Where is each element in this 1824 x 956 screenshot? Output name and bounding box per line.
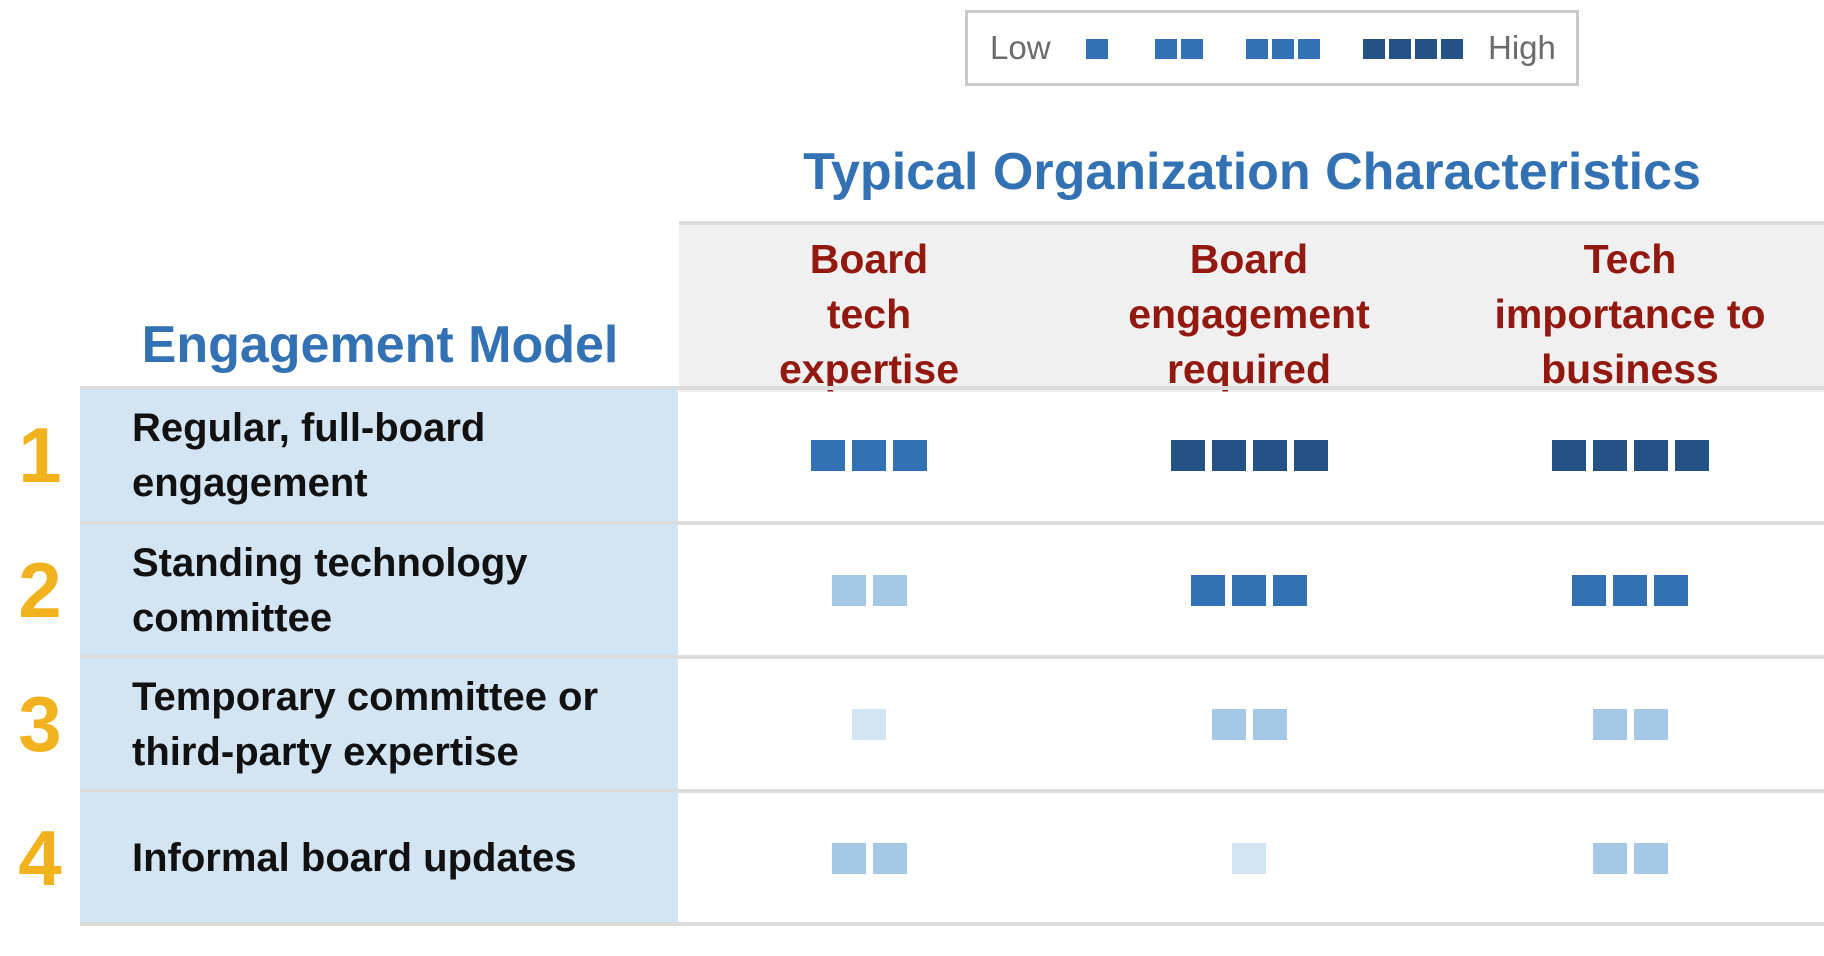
rating-square [1252, 440, 1287, 471]
column-header-line: Board [809, 236, 929, 282]
column-header-line: tech [826, 291, 912, 337]
row-divider [80, 386, 1824, 390]
row-divider [80, 655, 1824, 659]
row-divider [80, 922, 1824, 926]
rating-square [1633, 709, 1668, 740]
column-header-line: required [1166, 346, 1332, 392]
row-divider [80, 789, 1824, 793]
rating-cell [1059, 524, 1439, 657]
rating-square [1293, 440, 1328, 471]
column-header-line: Tech [1583, 236, 1677, 282]
row-label: Regular, full-board engagement [132, 405, 486, 505]
rating-square [811, 440, 845, 471]
rating-square [1592, 440, 1627, 471]
rating-cell [1059, 658, 1439, 791]
rating-cell [1440, 389, 1820, 522]
table-row: 4 Informal board updates [0, 792, 1824, 925]
rating-square [1592, 843, 1627, 874]
column-header-line: importance to [1494, 291, 1766, 337]
rating-square [872, 843, 907, 874]
rating-cell [679, 389, 1059, 522]
legend-level-4 [1363, 39, 1463, 59]
row-number: 1 [18, 411, 62, 499]
rating-square [1633, 843, 1668, 874]
legend-low-label: Low [990, 29, 1051, 66]
rating-square [852, 440, 886, 471]
legend-square [1272, 39, 1294, 59]
row-label-cell: Temporary committee or third-party exper… [80, 658, 678, 791]
row-number: 4 [18, 814, 62, 902]
rating-square [872, 575, 907, 606]
legend-level-3 [1246, 39, 1320, 59]
rating-square [831, 575, 866, 606]
legend-high-label: High [1488, 29, 1556, 66]
rating-square [1252, 709, 1287, 740]
rating-square [1674, 440, 1709, 471]
legend-square [1363, 39, 1385, 59]
legend-level-1 [1086, 39, 1108, 59]
row-number: 2 [18, 546, 62, 634]
column-header-line: engagement [1128, 291, 1370, 337]
rating-square [1654, 575, 1688, 606]
rating-cell [1440, 658, 1820, 791]
legend-square [1441, 39, 1463, 59]
rating-square [1232, 843, 1266, 874]
legend-level-2 [1155, 39, 1203, 59]
rating-cell [679, 658, 1059, 791]
rating-square [1232, 575, 1266, 606]
row-number: 3 [18, 680, 62, 768]
rating-square [1273, 575, 1307, 606]
rating-square [1572, 575, 1606, 606]
column-header-line: expertise [778, 346, 960, 392]
rating-cell [1440, 524, 1820, 657]
rating-square [831, 843, 866, 874]
rating-cell [679, 792, 1059, 925]
table-row: 2 Standing technology committee [0, 524, 1824, 657]
row-label: Temporary committee or third-party exper… [132, 674, 599, 774]
row-label-cell: Informal board updates [80, 792, 678, 925]
rating-cell [1059, 389, 1439, 522]
column-header-board-engagement-required: Board engagement required [1059, 232, 1439, 397]
rating-square [1191, 575, 1225, 606]
column-header-board-tech-expertise: Board tech expertise [679, 232, 1059, 397]
table-row: 1 Regular, full-board engagement [0, 389, 1824, 522]
rating-square [1170, 440, 1205, 471]
rating-square [893, 440, 927, 471]
row-label-cell: Standing technology committee [80, 524, 678, 657]
rating-cell [679, 524, 1059, 657]
rating-square [1613, 575, 1647, 606]
column-header-line: business [1541, 346, 1719, 392]
rating-square [1592, 709, 1627, 740]
rating-square [1211, 440, 1246, 471]
rating-cell [1440, 792, 1820, 925]
legend-square [1086, 39, 1108, 59]
rating-cell [1059, 792, 1439, 925]
legend-square [1246, 39, 1268, 59]
engagement-model-title: Engagement Model [141, 316, 619, 374]
column-header-tech-importance: Tech importance to business [1440, 232, 1820, 397]
rating-square [1211, 709, 1246, 740]
row-label: Informal board updates [132, 836, 577, 880]
legend-square [1415, 39, 1437, 59]
table-row: 3 Temporary committee or third-party exp… [0, 658, 1824, 791]
rating-square [852, 709, 886, 740]
rating-square [1633, 440, 1668, 471]
legend: Low High [965, 10, 1579, 86]
legend-square [1389, 39, 1411, 59]
legend-square [1181, 39, 1203, 59]
row-divider [80, 521, 1824, 525]
characteristics-title: Typical Organization Characteristics [803, 143, 1701, 201]
row-label: Standing technology committee [132, 540, 528, 640]
legend-square [1298, 39, 1320, 59]
row-label-cell: Regular, full-board engagement [80, 389, 678, 522]
column-header-band [679, 221, 1824, 392]
rating-square [1551, 440, 1586, 471]
legend-square [1155, 39, 1177, 59]
column-header-line: Board [1189, 236, 1309, 282]
